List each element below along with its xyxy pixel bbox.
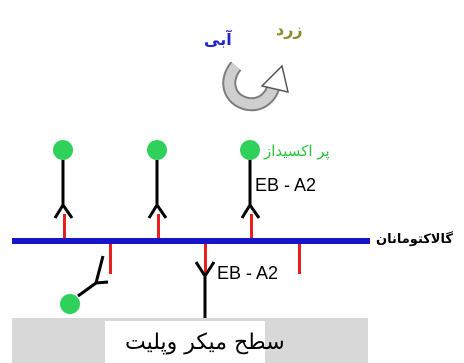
plate-surface-label: سطح میکر وپلیت (125, 330, 285, 355)
peroxidase-dot (147, 140, 167, 160)
unbound-antibody (60, 255, 109, 314)
epitope-down (298, 244, 301, 274)
detection-antibody (53, 140, 74, 219)
galactomannan-label: گالاکتومانان (376, 232, 453, 247)
capture-antibody (194, 261, 216, 318)
detection-antibody (240, 140, 261, 219)
microplate-label-bg (105, 321, 265, 363)
peroxidase-dot (240, 140, 260, 160)
galactomannan-line (12, 238, 370, 244)
peroxidase-dot (53, 140, 73, 160)
blue-label: آبی (204, 30, 232, 49)
epitope-down (109, 244, 112, 274)
antibody-label-top: EB - A2 (255, 175, 317, 195)
antibody-label-bottom: EB - A2 (217, 263, 279, 283)
epitope-down (204, 244, 207, 274)
yellow-label: زرد (276, 20, 303, 39)
detection-antibody (147, 140, 168, 219)
epitope-up (157, 214, 160, 238)
curved-arrow-icon (222, 61, 290, 112)
epitope-group (63, 214, 301, 274)
epitope-up (250, 214, 253, 238)
peroxidase-dot (60, 294, 80, 314)
epitope-up (63, 214, 66, 238)
peroxidase-label: پر اکسیداز (264, 142, 330, 160)
